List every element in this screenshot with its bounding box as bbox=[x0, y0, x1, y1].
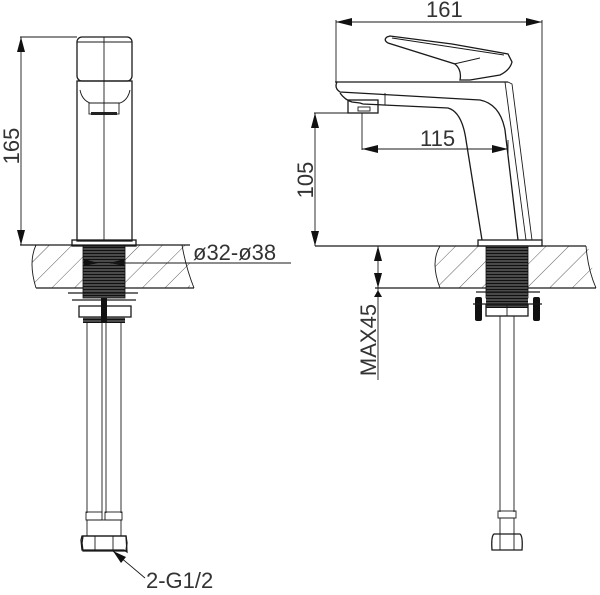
front-view: 165 ø32-ø38 2-G1/2 bbox=[0, 36, 291, 593]
max-deck-thickness-label: MAX45 bbox=[356, 304, 381, 376]
side-threaded-shank bbox=[473, 245, 542, 321]
spout-height-label: 105 bbox=[293, 162, 318, 199]
front-threaded-shank bbox=[68, 245, 138, 323]
side-faucet-body bbox=[335, 35, 543, 247]
width-label: 161 bbox=[426, 0, 463, 22]
connection-label: 2-G1/2 bbox=[146, 568, 213, 593]
dimension-max-deck-thickness: MAX45 bbox=[356, 246, 382, 380]
dimension-hole-diameter: ø32-ø38 bbox=[110, 240, 291, 265]
height-label: 165 bbox=[0, 128, 24, 165]
hole-diameter-label: ø32-ø38 bbox=[193, 240, 276, 265]
side-supply-hose bbox=[491, 316, 523, 551]
front-faucet-body bbox=[71, 36, 137, 247]
side-view: 161 115 105 MAX45 bbox=[293, 0, 597, 551]
side-countertop-section bbox=[315, 245, 597, 289]
dimension-height: 165 bbox=[0, 36, 77, 245]
dimension-spout-height: 105 bbox=[293, 112, 362, 246]
dimension-connection: 2-G1/2 bbox=[112, 550, 213, 593]
spout-reach-label: 115 bbox=[420, 126, 455, 151]
dimension-width: 161 bbox=[335, 0, 543, 240]
dimension-spout-reach: 115 bbox=[361, 113, 509, 155]
front-supply-hose bbox=[80, 323, 128, 554]
